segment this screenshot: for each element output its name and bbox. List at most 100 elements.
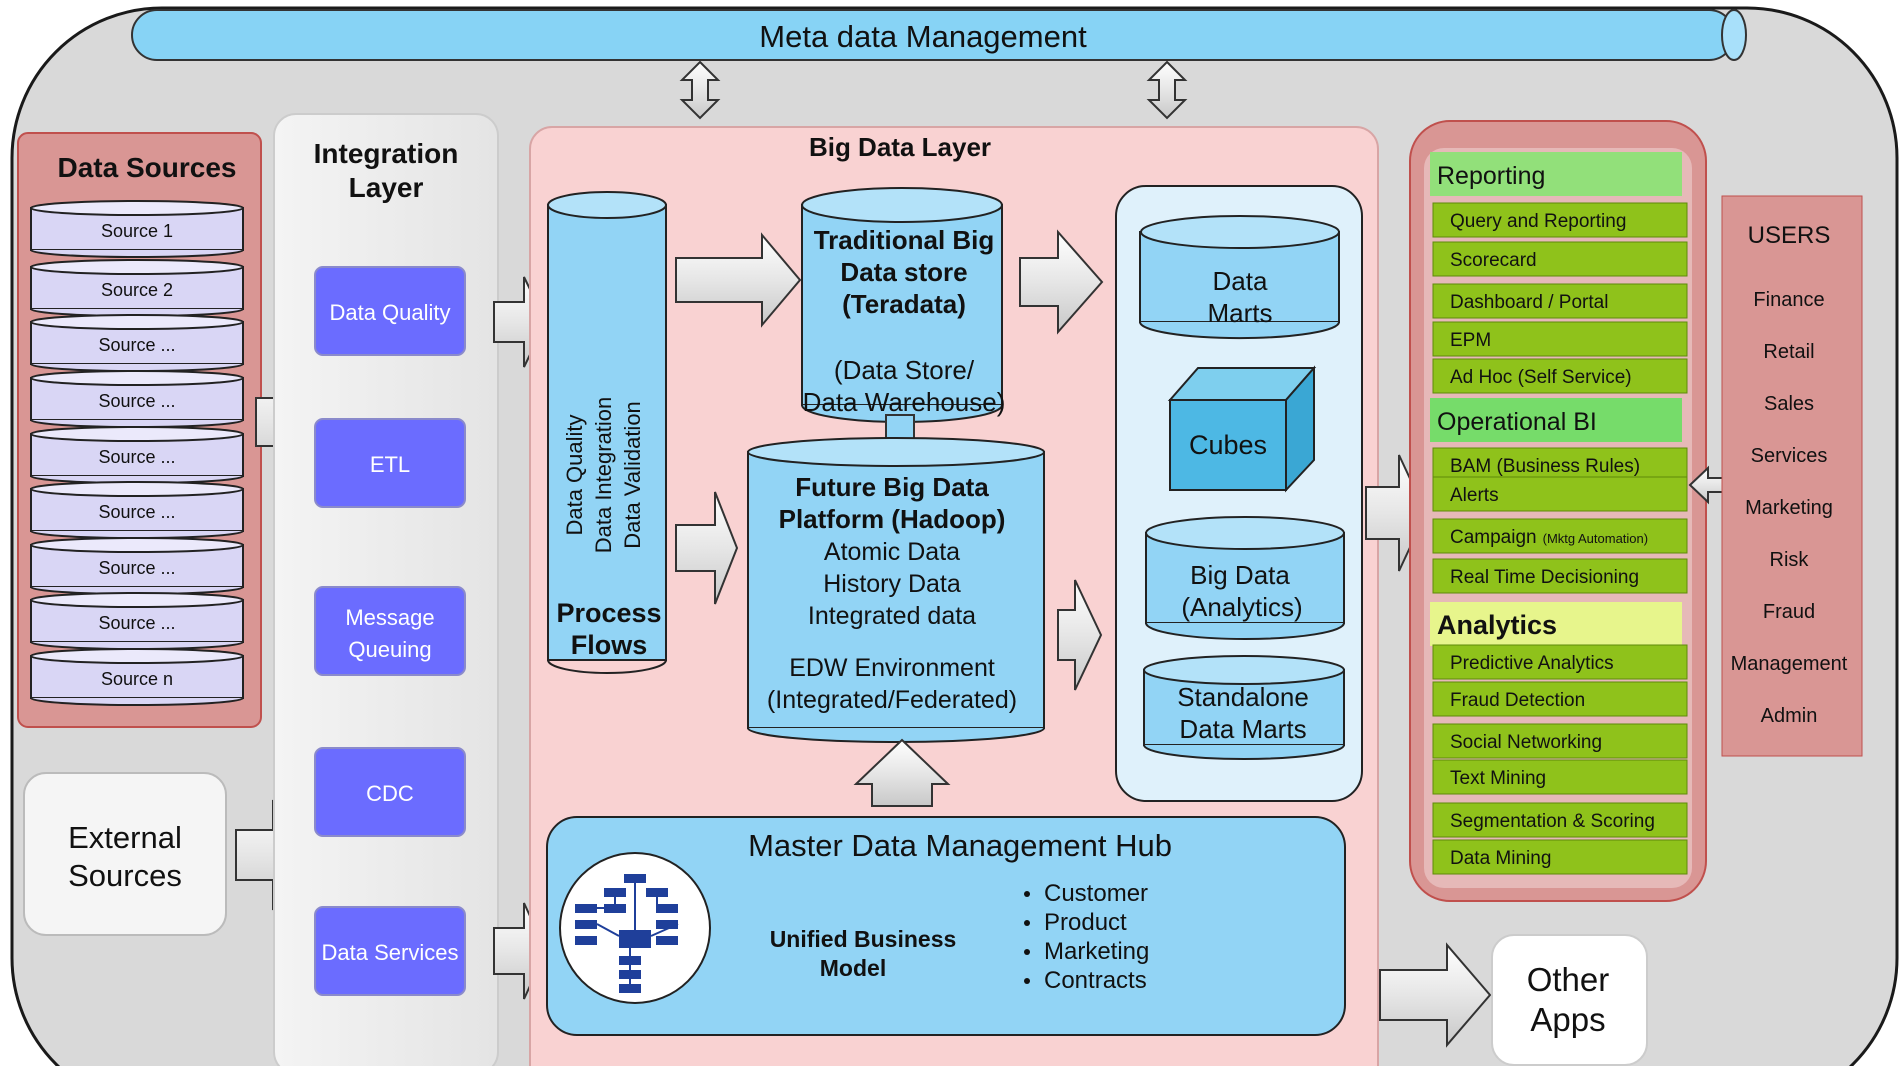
bi-item-label: Dashboard / Portal	[1450, 292, 1608, 313]
metadata-updown-arrow	[1146, 60, 1188, 120]
bi-item-text: Data Mining	[1450, 848, 1551, 869]
bi-item: Predictive Analytics	[1432, 644, 1688, 680]
external-sources-label: Sources	[68, 858, 182, 893]
mdm-model-label: Unified Business	[770, 926, 957, 952]
bi-item-label: Scorecard	[1450, 250, 1537, 271]
bi-item-note: (Mktg Automation)	[1543, 531, 1649, 546]
users-panel	[1721, 195, 1863, 757]
source-cylinder: Source ...	[30, 370, 244, 428]
data-marts-cylinder	[1139, 215, 1340, 340]
marts-panel	[1115, 185, 1363, 802]
bi-section-title: Analytics	[1437, 610, 1557, 640]
cubes-label: Cubes	[1189, 430, 1267, 460]
source-label: Source ...	[98, 558, 175, 578]
future-title: Future Big Data	[795, 472, 989, 502]
bi-item-text: Alerts	[1450, 485, 1499, 506]
bi-item-label: Query and Reporting	[1450, 211, 1626, 232]
bi-item-label: Data Mining	[1450, 848, 1551, 869]
bi-item: Alerts	[1432, 476, 1688, 512]
integration-item-label: ETL	[370, 452, 410, 477]
big-data-analytics-label: (Analytics)	[1181, 592, 1302, 622]
standalone-marts-label: Standalone	[1177, 682, 1309, 712]
source-label: Source ...	[98, 335, 175, 355]
data-sources-title: Data Sources	[58, 152, 237, 183]
future-line: History Data	[823, 570, 961, 598]
org-chart-icon	[559, 852, 711, 1004]
flow-arrow-process	[675, 232, 802, 328]
mdm-bullet: Contracts	[1044, 967, 1147, 994]
bullet-dot	[1024, 891, 1030, 897]
bi-item-label: BAM (Business Rules)	[1450, 456, 1640, 477]
source-cylinder: Source n	[30, 648, 244, 706]
bi-item-text: Campaign	[1450, 527, 1537, 548]
source-label: Source ...	[98, 613, 175, 633]
bi-item: Fraud Detection	[1432, 681, 1688, 717]
bi-item: Dashboard / Portal	[1432, 283, 1688, 319]
data-marts-label: Marts	[1208, 298, 1273, 328]
bi-item-label: Social Networking	[1450, 732, 1602, 753]
bi-item: BAM (Business Rules)	[1432, 447, 1688, 483]
traditional-subtitle: Data Warehouse)	[803, 387, 1006, 417]
metadata-title: Meta data Management	[759, 19, 1087, 54]
traditional-title: Traditional Big	[814, 225, 995, 255]
bi-item-text: Ad Hoc (Self Service)	[1450, 367, 1632, 388]
user-role: Finance	[1753, 289, 1824, 311]
bi-section-title: Reporting	[1437, 162, 1545, 190]
flow-arrow-up	[853, 738, 951, 807]
bi-item-text: Fraud Detection	[1450, 690, 1585, 711]
mdm-bullet: Customer	[1044, 880, 1148, 907]
flow-arrow-marts	[1019, 229, 1104, 335]
bi-item-text: Segmentation & Scoring	[1450, 811, 1655, 832]
user-role: Risk	[1770, 549, 1810, 571]
user-role: Services	[1751, 445, 1828, 467]
bi-item: Data Mining	[1432, 839, 1688, 875]
bi-item: Real Time Decisioning	[1432, 558, 1688, 594]
standalone-marts-label: Data Marts	[1179, 714, 1306, 744]
user-role: Fraud	[1763, 601, 1815, 623]
user-role: Admin	[1761, 705, 1818, 727]
process-vertical-label: Data Quality	[562, 414, 587, 535]
source-label: Source n	[101, 669, 173, 689]
integration-item: ETL	[314, 418, 466, 508]
bi-item-text: Text Mining	[1450, 768, 1546, 789]
bi-item-text: Social Networking	[1450, 732, 1602, 753]
source-cylinder: Source 1	[30, 200, 244, 258]
source-label: Source ...	[98, 391, 175, 411]
bi-item: Scorecard	[1432, 241, 1688, 277]
integration-item: Data Quality	[314, 266, 466, 356]
bi-item-label: Segmentation & Scoring	[1450, 811, 1655, 832]
bi-item-text: Real Time Decisioning	[1450, 567, 1639, 588]
standalone-marts-cylinder	[1143, 655, 1345, 760]
integration-item-label: Data Services	[322, 940, 459, 965]
bi-item-label: Predictive Analytics	[1450, 653, 1614, 674]
future-platform-cylinder	[747, 437, 1045, 743]
source-cylinder: Source ...	[30, 481, 244, 539]
bi-item: Query and Reporting	[1432, 202, 1688, 238]
bi-item: Ad Hoc (Self Service)	[1432, 358, 1688, 394]
big-data-analytics-cylinder	[1145, 516, 1345, 640]
external-sources-box	[23, 772, 227, 936]
source-cylinder: Source ...	[30, 592, 244, 650]
flow-arrow-marts	[1057, 579, 1103, 691]
mdm-bullet: Product	[1044, 909, 1127, 936]
user-role: Retail	[1763, 341, 1814, 363]
other-apps-label: Other	[1527, 961, 1610, 998]
bi-item: EPM	[1432, 321, 1688, 357]
bi-item-label: Text Mining	[1450, 768, 1546, 789]
bi-item-label: Alerts	[1450, 485, 1499, 506]
integration-title: Layer	[349, 172, 424, 203]
bullet-dot	[1024, 920, 1030, 926]
future-line: Atomic Data	[824, 538, 960, 566]
source-label: Source 2	[101, 280, 173, 300]
source-cylinder: Source ...	[30, 426, 244, 484]
metadata-management-bar: Meta data Management	[131, 9, 1747, 61]
bi-item-label: Fraud Detection	[1450, 690, 1585, 711]
big-data-layer-title: Big Data Layer	[809, 132, 991, 162]
bi-item-text: Scorecard	[1450, 250, 1537, 271]
mdm-title: Master Data Management Hub	[748, 828, 1172, 863]
